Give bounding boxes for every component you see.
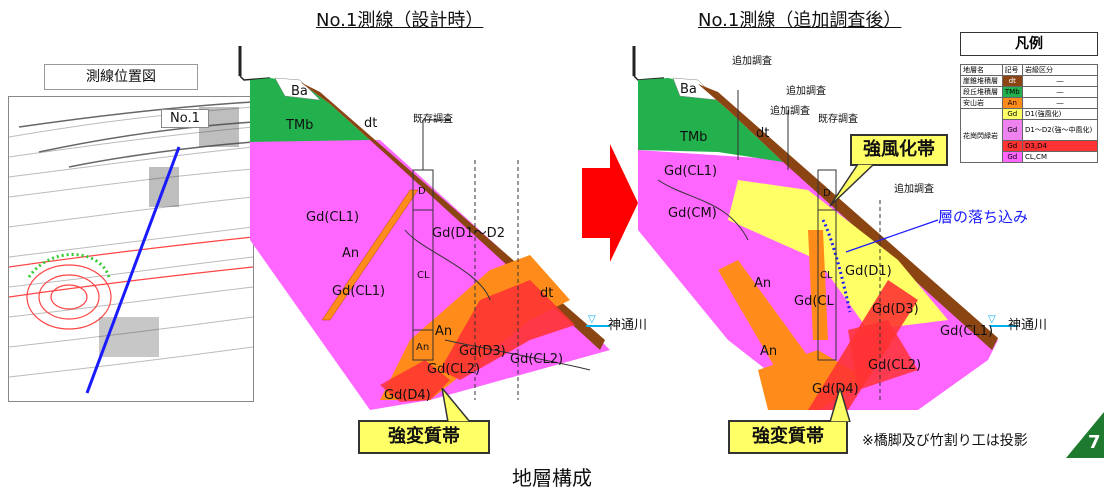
right-dt-label: dt <box>756 126 770 141</box>
legend-row-symbol: Gd <box>1001 151 1024 163</box>
right-gd-cl1-r: Gd(CL1) <box>940 324 994 339</box>
right-callout-pointer <box>829 388 851 422</box>
legend-row-name: 花崗閃緑岩 <box>960 108 1003 163</box>
left-gd-d1d2: Gd(D1～D2 <box>432 226 505 241</box>
legend-table: 地層名 記号 岩級区分 崖錐堆積層 dt ― 段丘堆積層 TMb ― 安山岩 A… <box>960 64 1098 163</box>
right-add-survey-3: 追加調査 <box>770 106 810 117</box>
legend-row-symbol: Gd <box>1001 119 1024 141</box>
left-cl-box: CL <box>417 270 430 281</box>
legend-row-class: ― <box>1022 75 1098 87</box>
left-river-symbol: ▽ <box>588 314 596 325</box>
right-river-symbol: ▽ <box>988 314 996 325</box>
legend-row-class: ― <box>1022 86 1098 98</box>
right-an-b: An <box>760 344 778 359</box>
legend-row-symbol: dt <box>1001 75 1024 87</box>
legend-row-symbol: Gd <box>1001 140 1024 152</box>
figure-caption: 地層構成 <box>512 466 592 490</box>
projection-note: ※橋脚及び竹割り工は投影 <box>862 433 1028 449</box>
left-callout-pointer <box>441 388 471 422</box>
legend-row-name: 安山岩 <box>960 97 1003 109</box>
right-gd-cl1: Gd(CL1) <box>664 164 718 179</box>
left-gd-cl2: Gd(CL2) <box>427 362 481 377</box>
line-no1-label: No.1 <box>161 109 209 128</box>
left-gd-cl2b: Gd(CL2) <box>510 352 564 367</box>
right-alteration-callout: 強変質帯 <box>728 420 848 454</box>
transition-arrow-icon <box>582 144 638 262</box>
right-gd-cm: Gd(CM) <box>668 206 717 221</box>
left-alteration-callout: 強変質帯 <box>358 420 490 454</box>
left-ba-label: Ba <box>291 84 308 99</box>
legend-title: 凡例 <box>960 32 1098 56</box>
left-cross-section <box>238 46 610 410</box>
right-tmb-label: TMb <box>680 130 708 145</box>
right-existing-label: 既存調査 <box>818 114 858 125</box>
left-section-title: No.1測線（設計時） <box>316 10 484 31</box>
right-add-survey-2: 追加調査 <box>786 86 826 97</box>
legend-row-class: D3,D4 <box>1022 140 1098 152</box>
legend-row-class: D1(強風化) <box>1022 108 1098 120</box>
legend-header-symbol: 記号 <box>1001 64 1024 76</box>
right-add-survey-4: 追加調査 <box>894 184 934 195</box>
legend-row-class: CL,CM <box>1022 151 1098 163</box>
legend-row-symbol: TMb <box>1001 86 1024 98</box>
left-existing-label: 既存調査 <box>413 114 453 125</box>
left-gd-d3: Gd(D3) <box>459 344 506 359</box>
right-cross-section <box>632 46 1018 410</box>
legend-header-name: 地層名 <box>960 64 1003 76</box>
legend-row-name: 段丘堆積層 <box>960 86 1003 98</box>
location-map-drawing <box>9 101 253 394</box>
page-number: 7 <box>1088 432 1101 453</box>
right-cl-box: CL <box>820 270 833 281</box>
left-river-label: 神通川 <box>608 318 648 333</box>
left-dt-label: dt <box>364 116 378 131</box>
left-tmb-label: TMb <box>286 118 314 133</box>
right-add-survey-1: 追加調査 <box>732 56 772 67</box>
location-map-panel: No.1 <box>8 96 254 402</box>
right-d-box: D <box>823 188 831 199</box>
left-an-box: An <box>416 342 430 353</box>
left-an-b: An <box>435 324 453 339</box>
legend-panel: 凡例 地層名 記号 岩級区分 崖錐堆積層 dt ― 段丘堆積層 TMb ― 安山… <box>960 32 1098 163</box>
right-gd-cl2: Gd(CL2) <box>868 358 922 373</box>
right-gd-d3: Gd(D3) <box>872 302 919 317</box>
page-number-badge <box>1066 412 1104 458</box>
legend-row-class: D1～D2(強～中風化) <box>1022 119 1098 141</box>
legend-row-symbol: Gd <box>1001 108 1024 120</box>
legend-header-class: 岩級区分 <box>1022 64 1098 76</box>
weathered-zone-callout: 強風化帯 <box>850 134 948 166</box>
left-dt-right: dt <box>540 286 554 301</box>
right-gd-cl: Gd(CL <box>794 294 834 309</box>
left-gd-d4: Gd(D4) <box>384 388 431 403</box>
legend-row-name: 崖錐堆積層 <box>960 75 1003 87</box>
left-gd-cl1b: Gd(CL1) <box>332 284 386 299</box>
left-an-a: An <box>342 246 360 261</box>
right-river-label: 神通川 <box>1008 318 1048 333</box>
right-gd-d4: Gd(D4) <box>812 382 859 397</box>
right-gd-d1: Gd(D1) <box>845 264 892 279</box>
weathered-callout-pointer <box>829 164 876 207</box>
right-an-a: An <box>754 276 772 291</box>
location-map-title: 測線位置図 <box>44 64 198 90</box>
layer-drop-pointer <box>845 219 939 253</box>
right-section-title: No.1測線（追加調査後） <box>698 10 902 31</box>
layer-drop-label: 層の落ち込み <box>938 208 1029 226</box>
left-gd-cl1a: Gd(CL1) <box>306 210 360 225</box>
legend-row-class: ― <box>1022 97 1098 109</box>
left-d-box: D <box>418 186 426 197</box>
legend-row-symbol: An <box>1001 97 1024 109</box>
right-ba-label: Ba <box>680 82 697 97</box>
